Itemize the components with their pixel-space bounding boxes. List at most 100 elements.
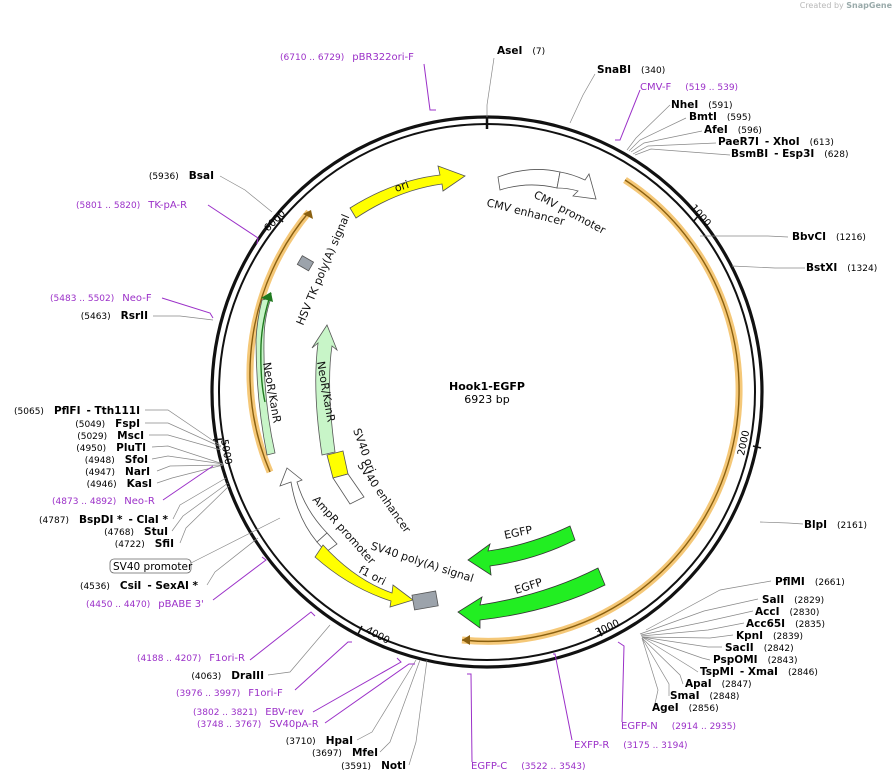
svg-text:(4536)CsiI- SexAI *: (4536)CsiI- SexAI * [80, 580, 199, 592]
svg-text:(4947)NarI: (4947)NarI [85, 466, 150, 478]
site-apai[interactable]: ApaI(2847) [685, 678, 752, 690]
svg-text:(4950)PluTI: (4950)PluTI [76, 442, 146, 454]
primer-pbr322ori-f[interactable]: (6710 .. 6729)pBR322ori-F [280, 52, 414, 63]
site-bmti[interactable]: BmtI(595) [689, 111, 751, 123]
ori-arrow [349, 165, 466, 219]
site-agei[interactable]: AgeI(2856) [652, 702, 719, 714]
tick-2000: 2000 [736, 429, 762, 457]
primer-egfp-n[interactable]: EGFP-N(2914 .. 2935) [621, 721, 736, 732]
primer-neo-f[interactable]: (5483 .. 5502)Neo-F [50, 293, 152, 304]
site-noti[interactable]: (3591)NotI [341, 760, 406, 772]
primer-egfp-c[interactable]: EGFP-C(3522 .. 3543) [471, 761, 586, 772]
primer-f1ori-f[interactable]: (3976 .. 3997)F1ori-F [176, 688, 283, 699]
primer-f1ori-r[interactable]: (4188 .. 4207)F1ori-R [137, 653, 245, 664]
primer-neo-r[interactable]: (4873 .. 4892)Neo-R [52, 496, 155, 507]
site-bsai[interactable]: (5936)BsaI [149, 170, 214, 182]
site-pflmi[interactable]: PflMI(2661) [775, 576, 845, 588]
feature-neor-outer[interactable]: NeoR/KanR [255, 292, 284, 456]
feature-neor-inner[interactable]: NeoR/KanR [311, 324, 338, 456]
svg-text:(3710)HpaI: (3710)HpaI [286, 735, 353, 747]
svg-text:(4063)DraIII: (4063)DraIII [191, 670, 264, 682]
left-insert-line [249, 211, 310, 473]
svg-text:EGFP-N(2914 .. 2935): EGFP-N(2914 .. 2935) [621, 721, 736, 732]
svg-text:PspOMI(2843): PspOMI(2843) [713, 654, 798, 666]
site-pflfi[interactable]: (5065)PflFI- Tth111I [14, 405, 140, 417]
site-mfei[interactable]: (3697)MfeI [312, 747, 378, 759]
primer-cmv-f[interactable]: CMV-F(519 .. 539) [640, 82, 738, 93]
feature-hsv-tk-polya[interactable]: HSV TK poly(A) signal [294, 212, 353, 327]
feature-cmv[interactable]: CMV enhancer CMV promoter [485, 169, 608, 237]
site-msci[interactable]: (5029)MscI [77, 430, 144, 442]
svg-text:SmaI(2848): SmaI(2848) [670, 690, 739, 702]
site-rsrii[interactable]: (5463)RsrII [81, 310, 148, 322]
ori-label: ori [393, 178, 411, 195]
site-bbvci[interactable]: BbvCI(1216) [792, 231, 866, 243]
site-sfoi[interactable]: (4948)SfoI [85, 454, 148, 466]
primer-ebv-rev[interactable]: (3802 .. 3821)EBV-rev [193, 707, 304, 718]
tick-label-1000: 1000 [688, 203, 713, 229]
svg-text:SnaBI(340): SnaBI(340) [597, 64, 665, 76]
site-blpi[interactable]: BlpI(2161) [804, 519, 867, 531]
svg-text:AgeI(2856): AgeI(2856) [652, 702, 719, 714]
svg-text:AfeI(596): AfeI(596) [704, 124, 762, 136]
site-acc65i[interactable]: Acc65I(2835) [746, 618, 825, 630]
site-tspmi[interactable]: TspMI- XmaI(2846) [700, 666, 818, 678]
site-leaders [145, 57, 805, 766]
left-insert-arrowhead [303, 210, 313, 219]
site-smai[interactable]: SmaI(2848) [670, 690, 739, 702]
feature-ori[interactable]: ori [349, 165, 466, 219]
site-afei[interactable]: AfeI(596) [704, 124, 762, 136]
site-bspdi[interactable]: (4787)BspDI *- ClaI * [39, 514, 168, 526]
snapgene-logo: SnapGene [846, 1, 892, 10]
site-draiii[interactable]: (4063)DraIII [191, 670, 264, 682]
svg-text:(4948)SfoI: (4948)SfoI [85, 454, 148, 466]
insert-region[interactable] [461, 177, 743, 645]
insert-line [461, 179, 740, 643]
site-nhei[interactable]: NheI(591) [671, 99, 733, 111]
neor-inner-arrow [311, 324, 338, 456]
site-paer7i[interactable]: PaeR7I- XhoI(613) [718, 136, 834, 148]
site-kasi[interactable]: (4946)KasI [87, 478, 152, 490]
site-bsmbi[interactable]: BsmBI- Esp3I(628) [731, 148, 848, 160]
primer-exfp-r[interactable]: EXFP-R(3175 .. 3194) [574, 740, 688, 751]
site-acci[interactable]: AccI(2830) [755, 606, 819, 618]
site-csii[interactable]: (4536)CsiI- SexAI * [80, 580, 199, 592]
tick-label-5000: 5000 [218, 439, 233, 466]
hsv-tk-polya-box [296, 255, 315, 272]
sv40-enhancer-box [332, 473, 365, 505]
site-snabi[interactable]: SnaBI(340) [597, 64, 665, 76]
left-insert-region[interactable] [246, 209, 313, 474]
svg-text:(5029)MscI: (5029)MscI [77, 430, 144, 442]
svg-text:BstXI(1324): BstXI(1324) [806, 262, 877, 274]
site-stui[interactable]: (4768)StuI [104, 526, 168, 538]
site-bstxi[interactable]: BstXI(1324) [806, 262, 877, 274]
primer-tk-pa-r[interactable]: (5801 .. 5820)TK-pA-R [76, 200, 187, 211]
sv40-promoter-leader [190, 517, 281, 564]
site-sacii[interactable]: SacII(2842) [725, 642, 794, 654]
neor-outer-inner-line [260, 292, 272, 403]
site-pluti[interactable]: (4950)PluTI [76, 442, 146, 454]
primer-sv40pa-r[interactable]: (3748 .. 3767)SV40pA-R [197, 719, 319, 730]
svg-text:(5936)BsaI: (5936)BsaI [149, 170, 214, 182]
svg-text:EXFP-R(3175 .. 3194): EXFP-R(3175 .. 3194) [574, 740, 688, 751]
feature-sv40-promoter[interactable]: SV40 promoter [109, 517, 281, 574]
svg-text:SacII(2842): SacII(2842) [725, 642, 794, 654]
feature-egfp-1[interactable]: EGFP [467, 523, 576, 576]
site-fspi[interactable]: (5049)FspI [75, 418, 140, 430]
site-sali[interactable]: SalI(2829) [762, 594, 824, 606]
primer-pbabe-3[interactable]: (4450 .. 4470)pBABE 3' [86, 599, 204, 610]
svg-text:PaeR7I- XhoI(613): PaeR7I- XhoI(613) [718, 136, 834, 148]
feature-f1-ori[interactable]: f1 ori [314, 544, 414, 608]
cmv-enhancer-shape [497, 169, 561, 191]
site-nari[interactable]: (4947)NarI [85, 466, 150, 478]
cmv-promoter-arrow [556, 171, 597, 200]
site-pspomi[interactable]: PspOMI(2843) [713, 654, 798, 666]
site-sfii[interactable]: (4722)SfiI [115, 538, 174, 550]
site-hpai[interactable]: (3710)HpaI [286, 735, 353, 747]
site-asei[interactable]: AseI(7) [497, 45, 545, 57]
svg-text:BbvCI(1216): BbvCI(1216) [792, 231, 866, 243]
site-kpni[interactable]: KpnI(2839) [736, 630, 803, 642]
svg-text:(3976 .. 3997)F1ori-F: (3976 .. 3997)F1ori-F [176, 688, 283, 699]
svg-text:PflMI(2661): PflMI(2661) [775, 576, 845, 588]
